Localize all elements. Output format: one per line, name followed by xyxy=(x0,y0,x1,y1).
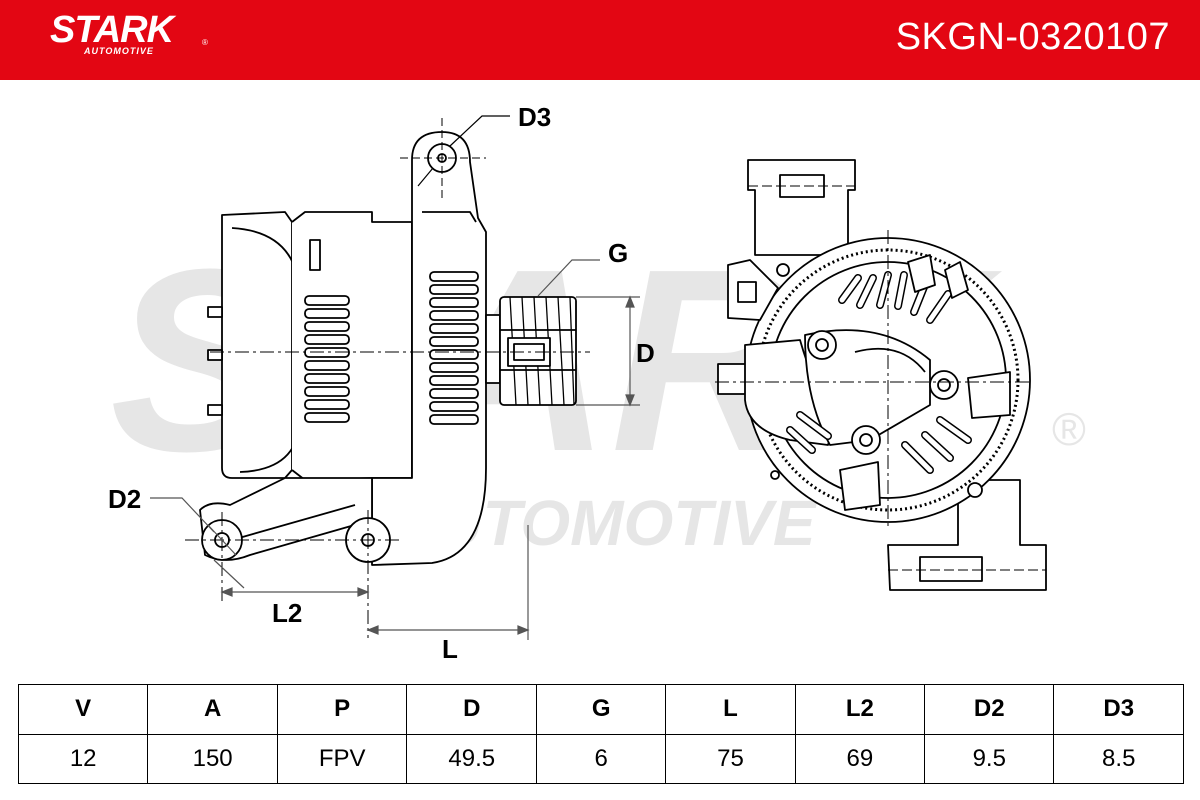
spec-value-cell: 6 xyxy=(536,733,667,784)
spec-value-cell: FPV xyxy=(276,733,408,784)
logo-registered: ® xyxy=(202,38,208,47)
spec-header-cell: P xyxy=(276,684,408,735)
spec-table: V A P D G L L2 D2 D3 12 150 FPV 49.5 6 7… xyxy=(17,684,1184,784)
dimension-lines xyxy=(150,259,640,640)
spec-value-cell: 12 xyxy=(17,733,149,784)
spec-header-cell: V xyxy=(17,684,149,735)
d3-mount-hole xyxy=(400,115,510,200)
label-l2: L2 xyxy=(272,598,302,628)
label-d3: D3 xyxy=(518,102,551,132)
spec-header-cell: L xyxy=(665,684,796,735)
technical-drawing: STARK AUTOMOTIVE ® xyxy=(108,102,1086,664)
spec-header-cell: D3 xyxy=(1053,684,1184,735)
spec-value-cell: 69 xyxy=(794,733,926,784)
logo-brand: STARK xyxy=(50,9,174,51)
spec-header-cell: L2 xyxy=(794,684,926,735)
header-bar: STARK AUTOMOTIVE ® SKGN-0320107 xyxy=(0,0,1200,80)
spec-header-cell: G xyxy=(536,684,667,735)
label-d2: D2 xyxy=(108,484,141,514)
front-vent-slots xyxy=(429,271,479,425)
label-g: G xyxy=(608,238,628,268)
spec-value-cell: 49.5 xyxy=(406,733,538,784)
spec-value-cell: 150 xyxy=(147,733,278,784)
spec-header-cell: D2 xyxy=(924,684,1055,735)
alternator-rear-view xyxy=(717,159,1047,591)
rear-centre-lines xyxy=(715,230,1030,530)
spec-value-cell: 75 xyxy=(665,733,796,784)
label-l: L xyxy=(442,634,458,664)
spec-header-cell: A xyxy=(147,684,278,735)
logo-sub: AUTOMOTIVE xyxy=(84,46,154,56)
spec-header-row: V A P D G L L2 D2 D3 xyxy=(17,684,1184,735)
rear-vent-slots xyxy=(304,295,350,423)
stark-logo: STARK AUTOMOTIVE ® xyxy=(50,9,208,56)
part-number: SKGN-0320107 xyxy=(895,16,1170,58)
pulley xyxy=(499,296,577,406)
label-d: D xyxy=(636,338,655,368)
spec-header-cell: D xyxy=(406,684,538,735)
watermark-registered: ® xyxy=(1052,403,1086,455)
spec-value-cell: 9.5 xyxy=(924,733,1055,784)
centre-lines xyxy=(185,351,590,638)
spec-value-cell: 8.5 xyxy=(1053,733,1184,784)
spec-value-row: 12 150 FPV 49.5 6 75 69 9.5 8.5 xyxy=(17,733,1184,784)
